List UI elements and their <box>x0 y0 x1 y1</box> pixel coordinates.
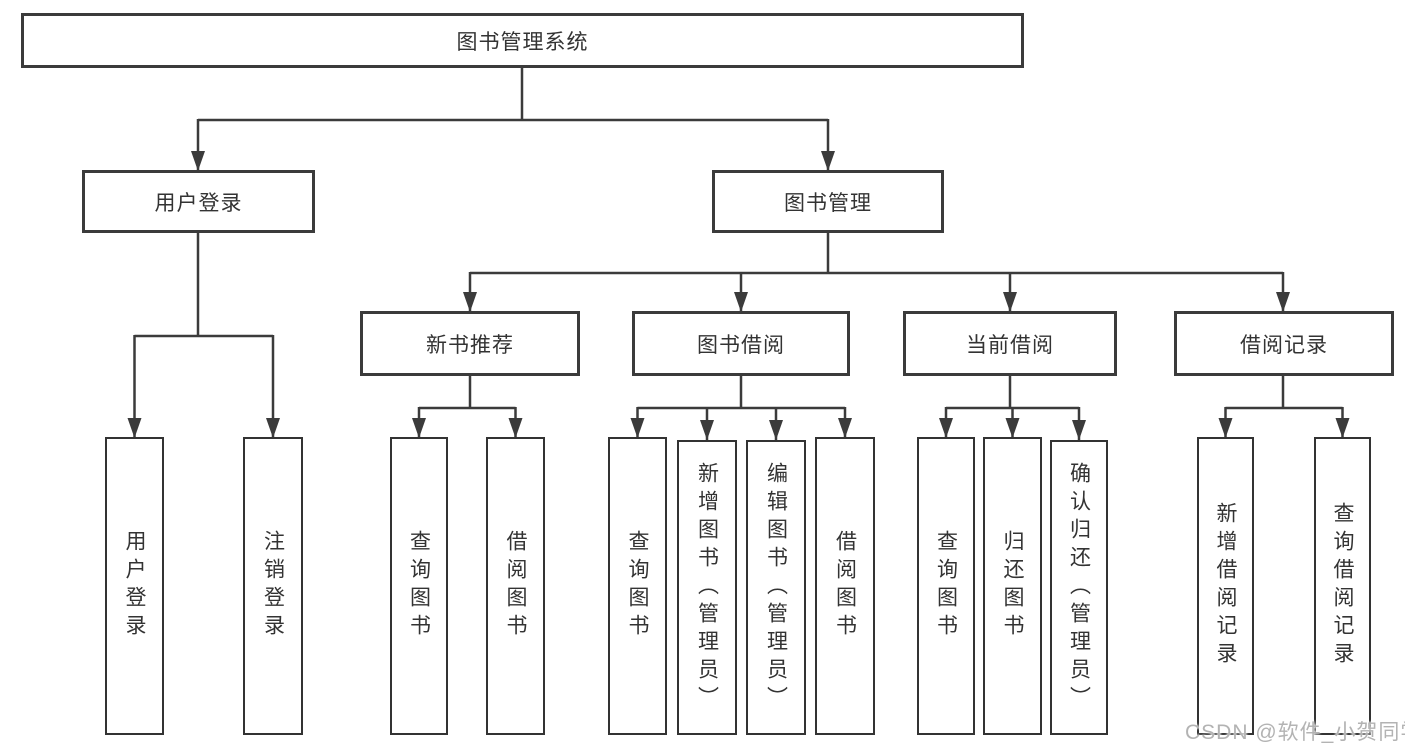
leaf-logout: 注销登录 <box>243 437 303 735</box>
csdn-watermark: CSDN @软件_小贺同学 <box>1185 721 1405 744</box>
leaf-user-login: 用户登录 <box>105 437 164 735</box>
node-user-login-label: 用户登录 <box>154 191 243 215</box>
leaf-current-return-books-label: 归还图书 <box>1001 530 1024 642</box>
leaf-borrowing-edit-books-admin: 编辑图书（管理员） <box>746 440 806 735</box>
leaf-records-query-record: 查询借阅记录 <box>1314 437 1371 735</box>
leaf-current-confirm-return-admin-label: 确认归还（管理员） <box>1067 461 1091 714</box>
node-new-book-recommend-label: 新书推荐 <box>426 333 514 357</box>
leaf-newbooks-borrow-books-label: 借阅图书 <box>504 530 527 642</box>
leaf-borrowing-add-books-admin-label: 新增图书（管理员） <box>695 461 719 714</box>
leaf-records-add-record: 新增借阅记录 <box>1197 437 1254 735</box>
leaf-current-query-books-label: 查询图书 <box>934 530 958 642</box>
leaf-borrowing-query-books: 查询图书 <box>608 437 667 735</box>
leaf-current-return-books: 归还图书 <box>983 437 1042 735</box>
node-book-borrowing-label: 图书借阅 <box>697 333 785 357</box>
leaf-newbooks-query-books-label: 查询图书 <box>407 530 431 642</box>
leaf-records-query-record-label: 查询借阅记录 <box>1331 502 1354 670</box>
leaf-borrowing-edit-books-admin-label: 编辑图书（管理员） <box>764 461 788 714</box>
leaf-borrowing-query-books-label: 查询图书 <box>626 530 649 642</box>
node-book-management: 图书管理 <box>712 170 944 233</box>
node-root: 图书管理系统 <box>21 13 1024 68</box>
node-book-borrowing: 图书借阅 <box>632 311 850 376</box>
node-user-login: 用户登录 <box>82 170 315 233</box>
node-borrowing-records-label: 借阅记录 <box>1240 333 1328 357</box>
node-borrowing-records: 借阅记录 <box>1174 311 1394 376</box>
leaf-newbooks-borrow-books: 借阅图书 <box>486 437 545 735</box>
node-book-management-label: 图书管理 <box>784 191 872 215</box>
leaf-current-query-books: 查询图书 <box>917 437 975 735</box>
leaf-logout-label: 注销登录 <box>261 530 285 642</box>
leaf-newbooks-query-books: 查询图书 <box>390 437 448 735</box>
node-current-borrowing-label: 当前借阅 <box>966 333 1054 357</box>
node-new-book-recommend: 新书推荐 <box>360 311 580 376</box>
leaf-records-add-record-label: 新增借阅记录 <box>1214 502 1237 670</box>
leaf-user-login-label: 用户登录 <box>123 530 146 642</box>
leaf-borrowing-borrow-books: 借阅图书 <box>815 437 875 735</box>
leaf-borrowing-borrow-books-label: 借阅图书 <box>833 530 857 642</box>
node-current-borrowing: 当前借阅 <box>903 311 1117 376</box>
leaf-current-confirm-return-admin: 确认归还（管理员） <box>1050 440 1108 735</box>
node-root-label: 图书管理系统 <box>456 30 589 54</box>
leaf-borrowing-add-books-admin: 新增图书（管理员） <box>677 440 737 735</box>
